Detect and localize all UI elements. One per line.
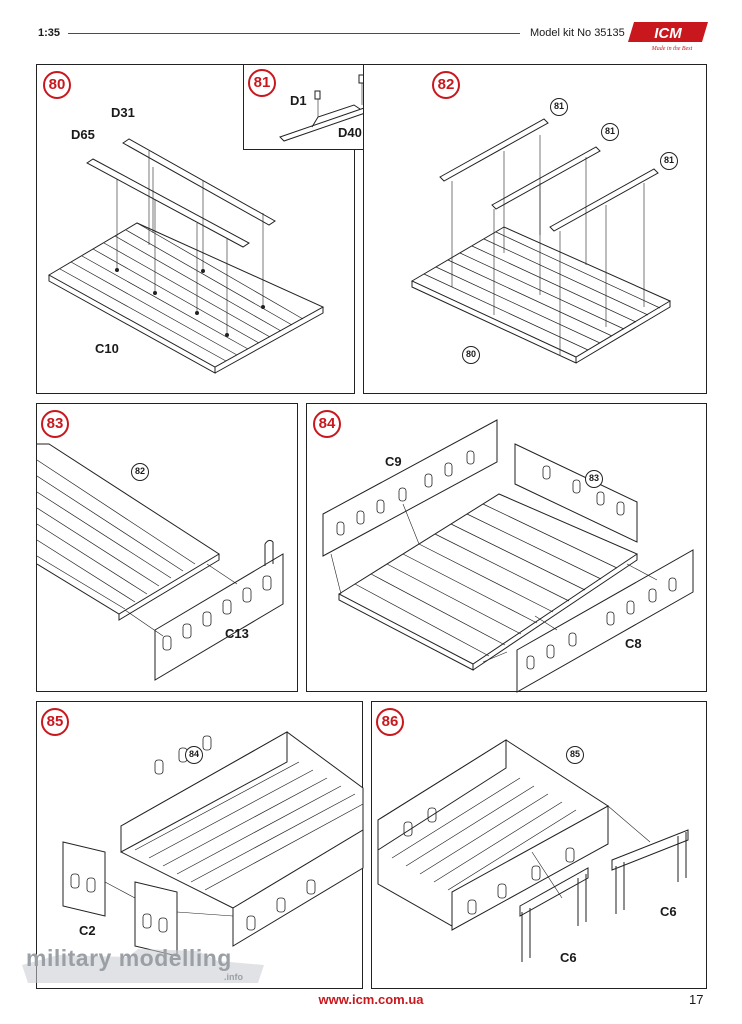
svg-text:Made in the Best: Made in the Best xyxy=(651,46,693,52)
part-label-d31: D31 xyxy=(111,105,135,120)
part-label-c6-left: C6 xyxy=(560,950,577,965)
step-85-panel: 85 84 C2 xyxy=(36,701,364,989)
kit-number: Model kit No 35135 xyxy=(530,27,625,39)
part-label-c10: C10 xyxy=(95,341,119,356)
step-84-drawing xyxy=(322,419,694,693)
part-label-c8: C8 xyxy=(625,636,642,651)
page-number: 17 xyxy=(689,992,704,1007)
watermark-sub: .info xyxy=(224,972,243,982)
watermark-tank-image xyxy=(22,949,264,983)
step-80-number: 80 xyxy=(43,71,71,99)
part-label-c6-right: C6 xyxy=(660,904,677,919)
part-label-d40: D40 xyxy=(338,125,362,140)
step-83-panel: 83 82 C13 xyxy=(36,403,298,692)
step-86-number: 86 xyxy=(376,708,404,736)
step-82-panel: 82 81 81 81 80 xyxy=(363,64,707,394)
ref-step-81-a: 81 xyxy=(550,98,568,116)
step-85-number: 85 xyxy=(41,708,69,736)
ref-step-81-b: 81 xyxy=(601,123,619,141)
ref-step-83: 83 xyxy=(585,470,603,488)
ref-step-82: 82 xyxy=(131,463,149,481)
part-label-c13: C13 xyxy=(225,626,249,641)
header-rule xyxy=(68,33,520,34)
watermark-text: military modelling xyxy=(26,945,232,971)
ref-step-85: 85 xyxy=(566,746,584,764)
step-81-number: 81 xyxy=(248,69,276,97)
scale-label: 1:35 xyxy=(38,27,61,39)
step-83-drawing xyxy=(37,443,284,681)
step-84-panel: 84 C9 83 C8 xyxy=(306,403,707,693)
step-86-panel: 86 85 C6 C6 xyxy=(371,701,707,989)
step-85-drawing xyxy=(62,731,364,957)
footer-url[interactable]: www.icm.com.ua xyxy=(318,992,424,1007)
part-label-d65: D65 xyxy=(71,127,95,142)
ref-step-81-c: 81 xyxy=(660,152,678,170)
part-label-d1: D1 xyxy=(290,93,307,108)
svg-text:ICM: ICM xyxy=(654,25,682,42)
step-82-drawing xyxy=(410,118,672,364)
icm-logo: ICM Made in the Best xyxy=(628,22,708,52)
step-84-number: 84 xyxy=(313,410,341,438)
part-label-c2: C2 xyxy=(79,923,96,938)
step-82-number: 82 xyxy=(432,71,460,99)
ref-step-84: 84 xyxy=(185,746,203,764)
part-label-c9: C9 xyxy=(385,454,402,469)
step-83-number: 83 xyxy=(41,410,69,438)
step-80-drawing xyxy=(47,138,325,374)
step-86-drawing xyxy=(377,739,689,962)
ref-step-80: 80 xyxy=(462,346,480,364)
